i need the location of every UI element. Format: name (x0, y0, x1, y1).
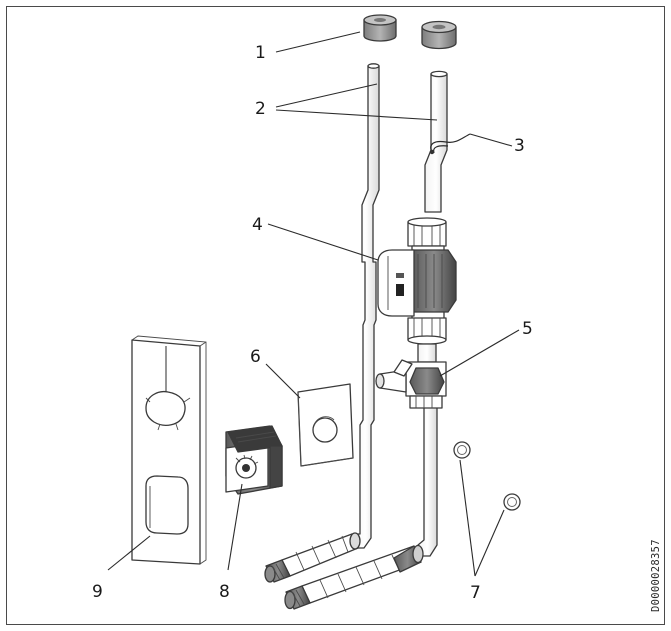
callout-5: 5 (522, 319, 533, 339)
right-flex-hose (284, 544, 424, 610)
insulation-cap-right (421, 20, 457, 50)
left-flex-hose (264, 532, 361, 583)
callout-1: 1 (255, 43, 266, 63)
callout-3: 3 (514, 136, 525, 156)
right-connection-pipe (284, 70, 448, 610)
document-id: D0000028357 (650, 539, 662, 612)
callout-7: 7 (470, 583, 481, 603)
mixing-valve (375, 359, 447, 409)
left-connection-pipe (264, 63, 380, 583)
controller-module (225, 425, 283, 495)
sealing-ring-bottom (503, 493, 521, 511)
figure-frame (6, 6, 665, 625)
callout-2: 2 (255, 99, 266, 119)
callout-4: 4 (252, 215, 263, 235)
large-cover-plate (131, 335, 207, 565)
insulation-cap-left (363, 14, 397, 42)
callout-6: 6 (250, 347, 261, 367)
callout-8: 8 (219, 582, 230, 602)
small-cover-plate (297, 383, 354, 467)
sealing-ring-top (453, 441, 471, 459)
circulation-pump (377, 217, 457, 363)
leader-lines (107, 31, 520, 577)
callout-9: 9 (92, 582, 103, 602)
temperature-sensor-cable (429, 133, 471, 155)
